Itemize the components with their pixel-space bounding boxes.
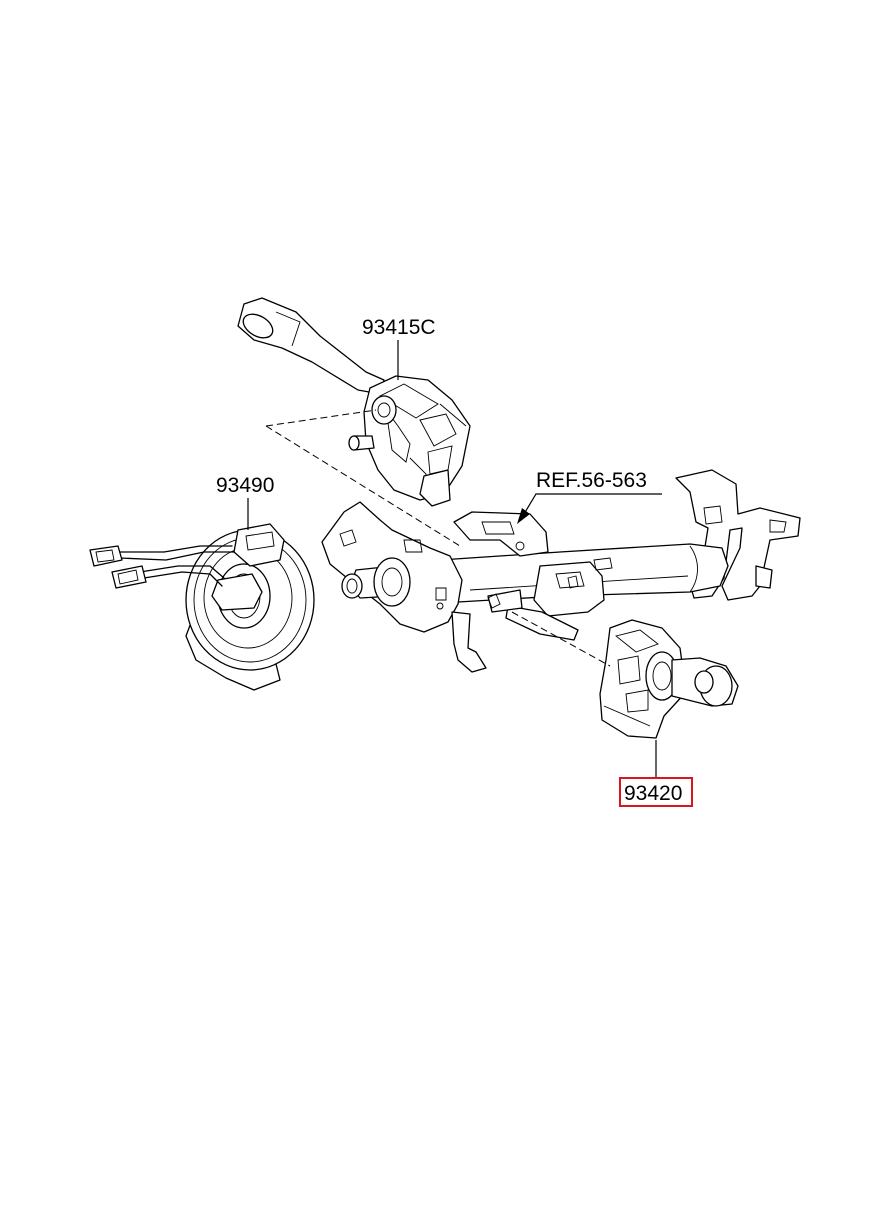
leader-lines bbox=[247, 340, 662, 778]
wiper-switch-part bbox=[599, 619, 739, 739]
highlight-box-93420 bbox=[619, 777, 693, 807]
part-label-ref-56-563[interactable]: REF.56-563 bbox=[536, 469, 647, 492]
lighting-switch-part bbox=[237, 297, 471, 507]
assembly-alignment-lines bbox=[265, 409, 611, 667]
steering-column-assembly bbox=[321, 469, 801, 673]
part-label-93420[interactable]: 93420 bbox=[624, 782, 682, 805]
part-label-93490[interactable]: 93490 bbox=[216, 474, 274, 497]
part-label-93415c[interactable]: 93415C bbox=[362, 316, 436, 339]
clock-spring-part bbox=[89, 523, 315, 691]
part-labels: 93415C 93490 REF.56-563 93420 bbox=[216, 316, 693, 807]
